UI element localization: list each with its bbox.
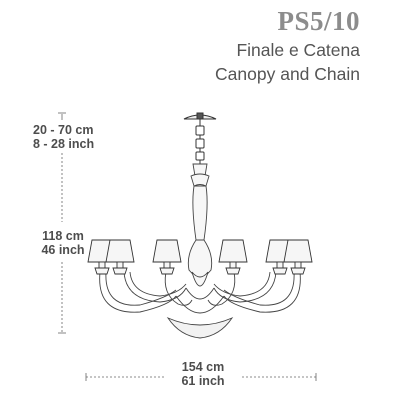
height-cm: 118 cm [42,229,84,243]
chain-length-label: 20 - 70 cm 8 - 28 inch [33,123,95,151]
model-title: PS5/10 [277,6,360,36]
width-cm: 154 cm [181,360,225,374]
chain-length-cm: 20 - 70 cm [33,123,94,137]
vertical-dimension-line [58,112,66,334]
width-inch: 61 inch [181,374,225,388]
central-column [187,163,213,287]
height-inch: 46 inch [41,243,85,257]
subtitle-english: Canopy and Chain [215,64,360,84]
subtitle-italian: Finale e Catena [236,40,360,60]
canopy-and-chain [183,112,217,164]
height-label: 118 cm 46 inch [33,229,93,257]
chandelier-arms [99,271,301,314]
chain-length-inch: 8 - 28 inch [33,137,95,151]
bottom-bowl [166,316,234,339]
horizontal-dimension-line [85,373,317,381]
lamp-shades [87,239,313,275]
width-label: 154 cm 61 inch [163,360,243,388]
